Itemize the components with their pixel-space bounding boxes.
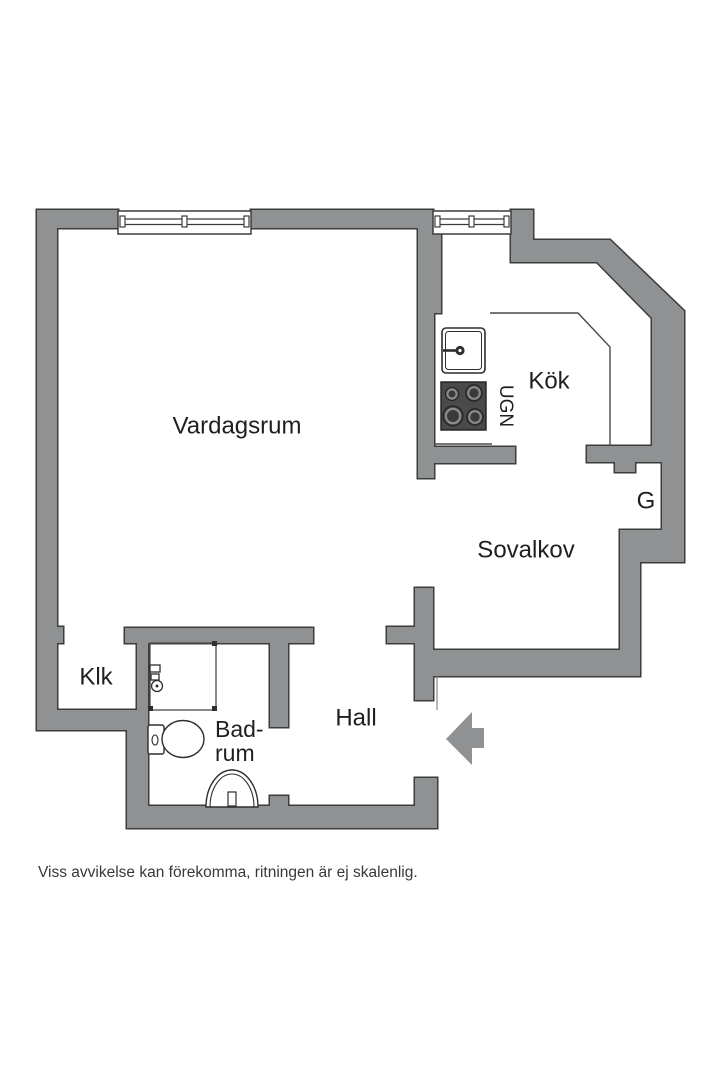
bath-tap-valve: [150, 673, 160, 681]
wall-segment: [620, 562, 640, 676]
counter-edge-line: [490, 312, 611, 446]
shower-corner-dot: [212, 641, 217, 646]
entrance-arrow-icon: [446, 712, 484, 765]
window-mullion: [243, 215, 250, 228]
bath-tap-valve: [149, 664, 161, 673]
room-label-ugn: UGN: [494, 384, 516, 428]
wall-segment: [37, 210, 118, 228]
disclaimer-text: Viss avvikelse kan förekomma, ritningen …: [38, 863, 418, 881]
wall-segment: [415, 588, 433, 700]
room-label-klk: Klk: [79, 663, 113, 691]
window-mullion: [434, 215, 441, 228]
wall-segment: [37, 210, 57, 730]
wall-segment: [37, 710, 148, 730]
shower-area: [149, 642, 217, 711]
wall-segment: [270, 796, 288, 808]
wall-segment: [270, 643, 288, 727]
bath-tap-knob-dot: [155, 684, 159, 688]
wall-segment: [387, 627, 415, 643]
wall-segment: [125, 628, 313, 643]
basin: [205, 769, 259, 808]
wall-segment: [433, 650, 640, 676]
fixtures: [147, 312, 611, 808]
shower-corner-dot: [212, 706, 217, 711]
wall-segment: [615, 460, 635, 472]
window-mullion: [503, 215, 510, 228]
burner-ring: [446, 388, 458, 400]
wall-segment: [137, 643, 148, 710]
basin-drain: [227, 791, 237, 807]
sink-tap-knob-dot: [458, 348, 462, 353]
window-mullion: [119, 215, 126, 228]
wall-segment: [662, 446, 684, 542]
walls: [37, 210, 684, 828]
room-label-g: G: [636, 487, 656, 515]
wall-segment: [57, 627, 63, 643]
room-label-vardagsrum: Vardagsrum: [172, 412, 302, 440]
toilet-bowl: [161, 719, 205, 759]
wall-segment: [127, 806, 437, 828]
room-label-badrum: Bad- rum: [215, 715, 264, 766]
wall-segment: [418, 228, 441, 313]
wall-segment: [434, 447, 515, 463]
basin-inner: [209, 773, 255, 808]
wall-segment: [415, 778, 437, 828]
shower-corner-dot: [148, 706, 153, 711]
wall-segment: [251, 210, 433, 228]
room-label-kok: Kök: [528, 367, 570, 395]
burner-ring: [467, 386, 481, 400]
wall-segment: [511, 210, 684, 446]
toilet-tank-button: [151, 734, 159, 746]
room-label-hall: Hall: [335, 704, 377, 732]
wall-segment: [127, 730, 148, 828]
windows: [117, 210, 512, 235]
window-mullion: [181, 215, 188, 228]
wall-segment: [587, 446, 684, 462]
wall-segment: [620, 530, 684, 562]
burner-ring: [468, 410, 482, 424]
window-mullion: [468, 215, 475, 228]
wall-segment: [418, 313, 434, 478]
room-label-sovalkov: Sovalkov: [477, 536, 575, 564]
burner-ring: [444, 407, 462, 425]
